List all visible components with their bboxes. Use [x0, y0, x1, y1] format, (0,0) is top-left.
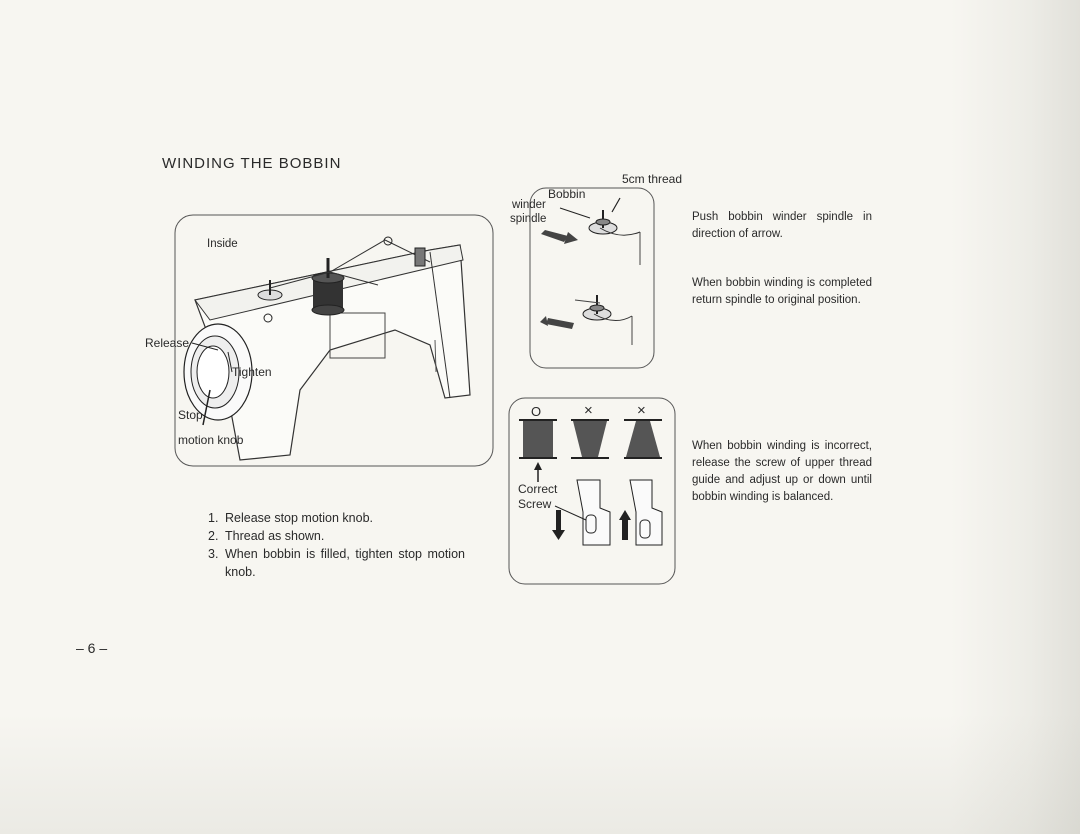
incorrect-mark: × [637, 402, 646, 419]
adjust-guide-text: When bobbin winding is incorrect, releas… [692, 440, 872, 503]
step-number: 2. [208, 529, 219, 543]
step-item: 2. Thread as shown. [208, 527, 468, 545]
bobbin-label: Bobbin [548, 187, 586, 201]
step-text: When bobbin is filled, tighten stop moti… [225, 547, 465, 579]
screw-label: Screw [518, 497, 552, 511]
motion-knob-label: motion knob [178, 433, 244, 447]
page-bottom-shadow [0, 714, 1080, 834]
step-text: Release stop motion knob. [225, 511, 374, 525]
page-number: – 6 – [76, 640, 108, 656]
return-spindle-text: When bobbin winding is completed return … [692, 277, 872, 306]
tighten-label: Tighten [232, 365, 272, 379]
release-label: Release [145, 336, 190, 350]
step-number: 3. [208, 547, 219, 561]
step-text: Thread as shown. [225, 529, 325, 543]
correct-label: Correct [518, 482, 558, 496]
incorrect-mark: × [584, 402, 593, 419]
spindle-label: spindle [510, 213, 547, 225]
push-spindle-text: Push bobbin winder spindle in direction … [692, 211, 872, 240]
stop-label: Stop [178, 408, 203, 422]
step-item: 3. When bobbin is filled, tighten stop m… [208, 545, 468, 581]
winder-label: winder [512, 199, 546, 211]
step-item: 1. Release stop motion knob. [208, 509, 468, 527]
inside-label: Inside [207, 238, 238, 250]
steps-list: 1. Release stop motion knob. 2. Thread a… [208, 509, 468, 581]
step-number: 1. [208, 511, 219, 525]
page-edge-shadow [950, 0, 1080, 834]
correct-mark: O [531, 404, 542, 419]
page-title: WINDING THE BOBBIN [162, 155, 342, 172]
thread-length-label: 5cm thread [622, 172, 683, 186]
